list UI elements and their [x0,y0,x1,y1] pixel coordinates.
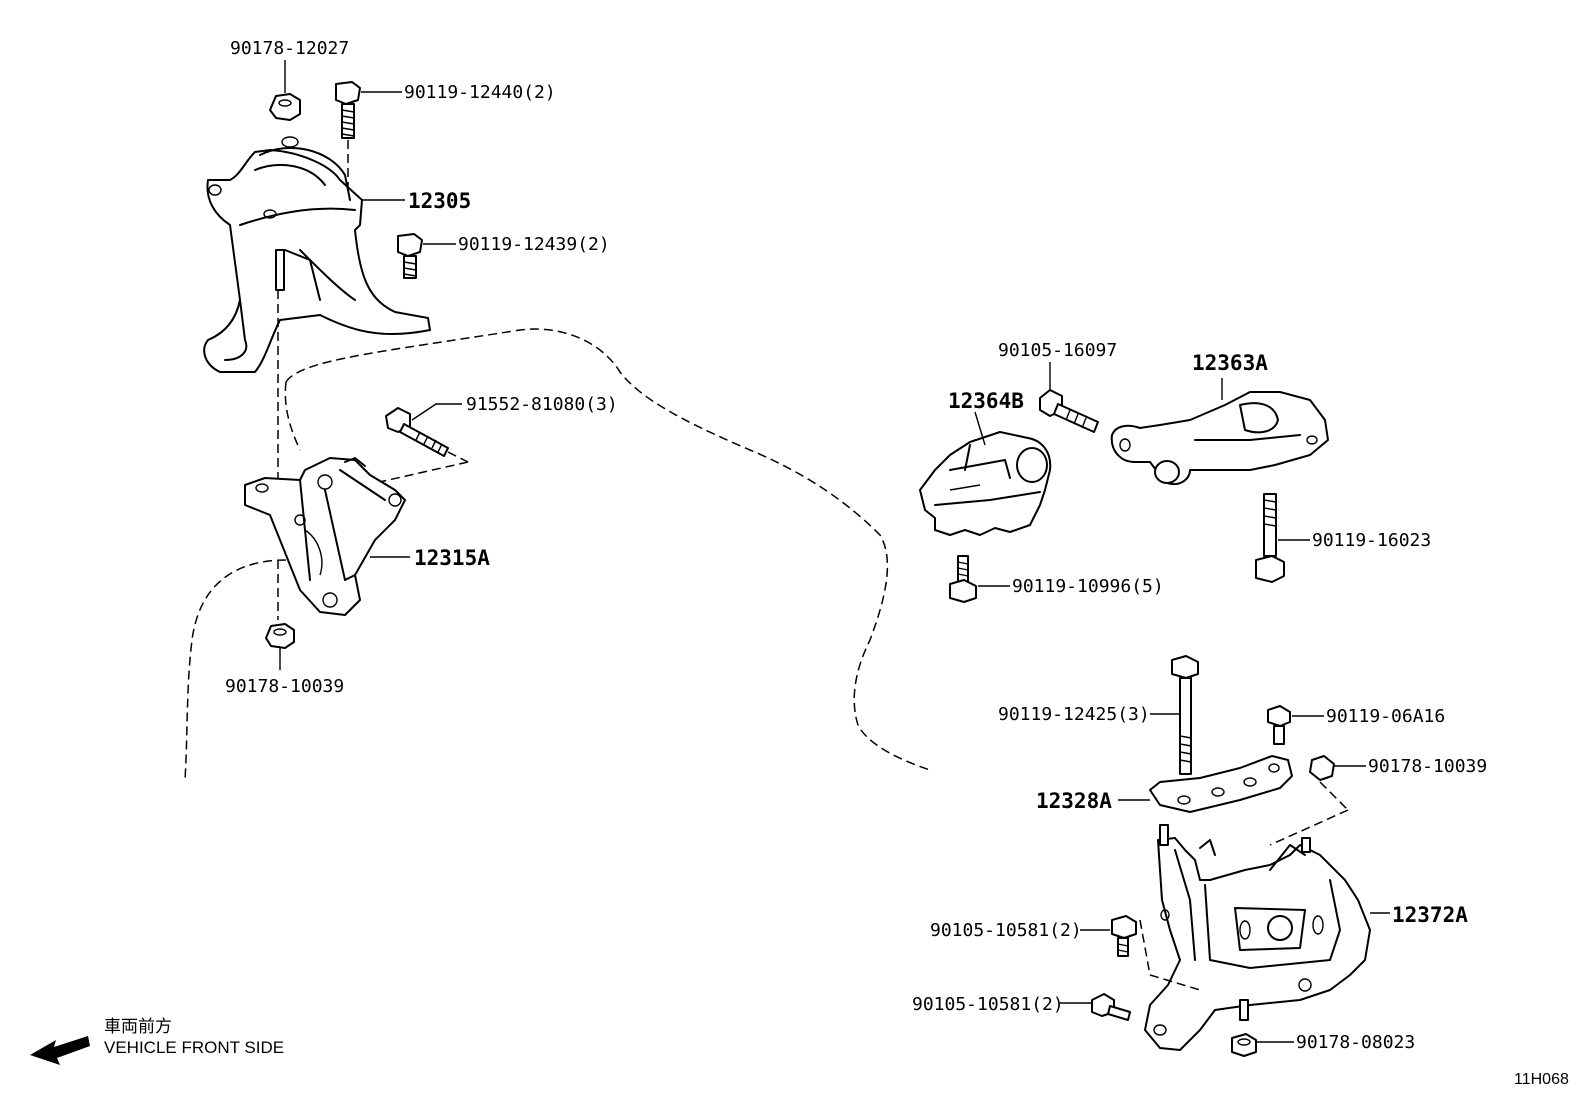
label-90178-10039-left: 90178-10039 [225,676,344,697]
label-90119-12425: 90119-12425(3) [998,704,1150,725]
label-90105-10581-b: 90105-10581(2) [912,994,1064,1015]
nut-90178-10039-right-icon [1309,755,1335,781]
bolt-90105-16097-icon [1039,389,1099,433]
part-labels: 90178-12027 90119-12440(2) 12305 90119-1… [225,38,1487,1053]
bolt-90105-10581-a-icon [1111,915,1137,957]
bolt-90119-12425-icon [1171,655,1199,775]
label-90105-16097: 90105-16097 [998,340,1117,361]
bolt-90119-12439-icon [397,233,423,279]
nut-90178-08023-icon [1231,1033,1257,1057]
engine-mount-12364B-icon [919,431,1052,536]
label-90105-10581-a: 90105-10581(2) [930,920,1082,941]
bolt-91552-81080-icon [385,407,449,457]
front-side-japanese: 車両前方 [104,1017,172,1036]
label-12364B: 12364B [948,389,1024,413]
label-91552-81080: 91552-81080(3) [466,394,618,415]
nut-90178-10039-left-icon [265,623,295,649]
bolt-90119-06A16-icon [1267,705,1291,745]
nut-90178-12027-icon [269,93,301,121]
engine-outline [184,328,931,781]
label-90119-10996: 90119-10996(5) [1012,576,1164,597]
engine-mount-12363A-icon [1110,391,1329,486]
label-12363A: 12363A [1192,351,1268,375]
bolt-90119-16023-icon [1255,493,1285,583]
label-90178-08023: 90178-08023 [1296,1032,1415,1053]
label-90119-16023: 90119-16023 [1312,530,1431,551]
mount-bracket-12315A-icon [244,457,406,616]
label-12315A: 12315A [414,546,490,570]
label-90178-10039-right: 90178-10039 [1368,756,1487,777]
mount-bracket-12305-icon [203,136,431,373]
arrow-left-icon [30,1036,90,1065]
bolt-90105-10581-b-icon [1091,993,1131,1021]
label-12372A: 12372A [1392,903,1468,927]
engine-mount-12372A-icon [1144,824,1371,1051]
diagram-code: 11H068 [1514,1071,1569,1088]
label-12328A: 12328A [1036,789,1112,813]
label-90119-06A16: 90119-06A16 [1326,706,1445,727]
label-90119-12439: 90119-12439(2) [458,234,610,255]
bracket-plate-12328A-icon [1149,755,1293,813]
bolt-90119-10996-icon [949,555,977,603]
vehicle-front-indicator: 車両前方 VEHICLE FRONT SIDE [30,1017,284,1065]
label-90178-12027: 90178-12027 [230,38,349,59]
front-side-english: VEHICLE FRONT SIDE [104,1038,284,1057]
label-12305: 12305 [408,189,471,213]
label-90119-12440: 90119-12440(2) [404,82,556,103]
bolt-90119-12440-icon [335,81,361,139]
